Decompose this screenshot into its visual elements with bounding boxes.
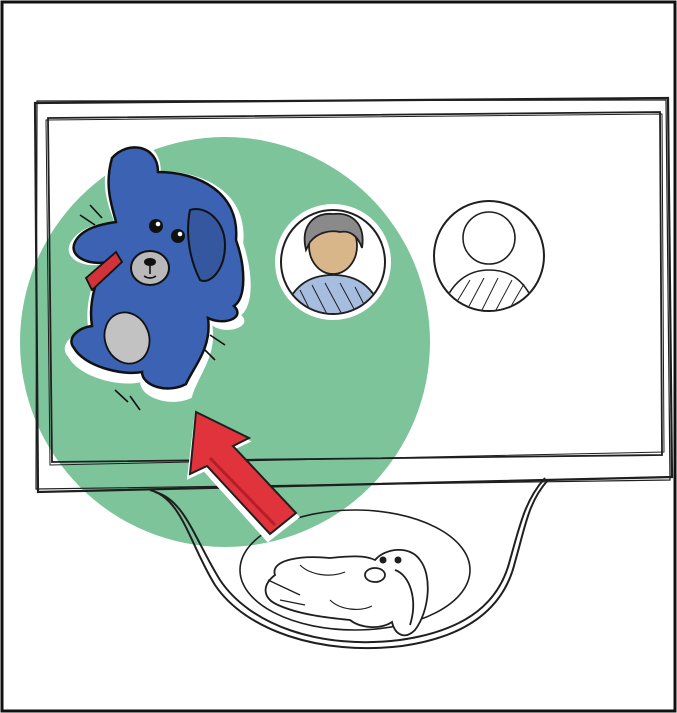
user-avatar-filled-icon	[275, 204, 391, 320]
